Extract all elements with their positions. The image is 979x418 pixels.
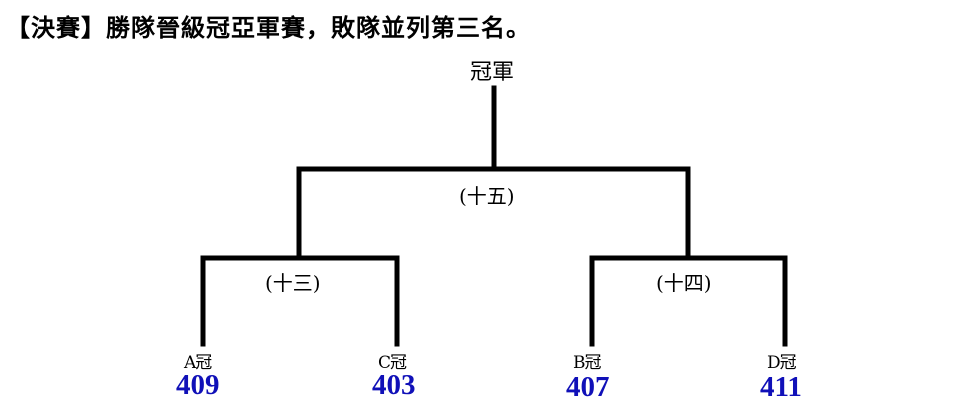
page-heading: 【決賽】勝隊晉級冠亞軍賽，敗隊並列第三名。 <box>6 13 531 42</box>
champion-label: 冠軍 <box>470 60 515 85</box>
team-d-code: 411 <box>760 371 802 403</box>
semifinal-13-label: (十三) <box>265 271 321 295</box>
team-d-label: D冠 <box>767 353 797 373</box>
team-a-code: 409 <box>176 369 220 401</box>
team-c-code: 403 <box>372 369 416 401</box>
team-b-label: B冠 <box>573 353 601 373</box>
team-b-code: 407 <box>566 371 610 403</box>
team-a-label: A冠 <box>184 353 212 373</box>
team-c-label: C冠 <box>378 353 407 373</box>
final-match-label: (十五) <box>459 184 515 208</box>
semifinal-14-label: (十四) <box>656 271 712 295</box>
